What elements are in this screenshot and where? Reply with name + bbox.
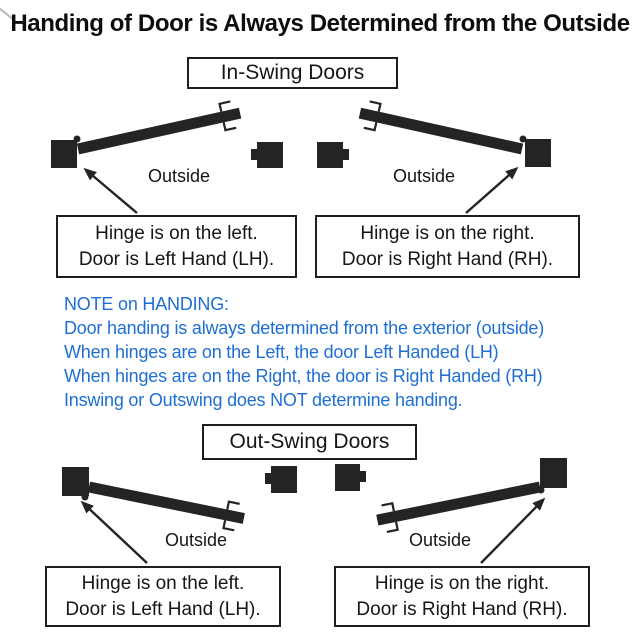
note-line: Door handing is always determined from t… (64, 318, 545, 338)
caption-box-inswing-left: Hinge is on the left. Door is Left Hand … (56, 215, 297, 278)
hinge-pointer-arrow (80, 500, 148, 564)
hinge-pointer-arrow (83, 167, 138, 214)
door-leaf-group (376, 481, 542, 534)
latch-jamb-square (317, 142, 343, 168)
latch-strike-bump (360, 471, 366, 482)
hinge-pin (519, 135, 527, 143)
inswing-right-door-diagram (317, 100, 551, 214)
note-line: When hinges are on the Right, the door i… (64, 366, 543, 386)
note-line: Inswing or Outswing does NOT determine h… (64, 390, 463, 410)
caption-line: Door is Left Hand (LH). (78, 248, 275, 270)
caption-line: Door is Right Hand (RH). (341, 248, 554, 270)
door-handle-icon (363, 122, 378, 132)
latch-jamb-square (257, 142, 283, 168)
hinge-pin (81, 493, 89, 501)
latch-strike-bump (343, 149, 349, 160)
door-panel (358, 107, 524, 155)
door-leaf-group (87, 481, 245, 532)
latch-strike-bump (251, 149, 257, 160)
hinge-jamb-square (51, 140, 77, 168)
outswing-section-label: Out-Swing Doors (229, 430, 390, 453)
door-panel (87, 481, 245, 524)
caption-line: Door is Right Hand (RH). (356, 598, 568, 620)
hinge-jamb-square (62, 467, 89, 496)
door-handle-icon (218, 100, 231, 112)
hinge-jamb-square (540, 458, 567, 488)
hinge-jamb-square (525, 139, 551, 167)
door-handle-icon (222, 520, 235, 532)
door-panel (376, 481, 542, 526)
inswing-left-door-diagram (51, 100, 283, 214)
door-leaf-group (76, 100, 242, 155)
note-heading: NOTE on HANDING: (64, 294, 229, 314)
note-line: When hinges are on the Left, the door Le… (64, 342, 499, 362)
caption-line: Hinge is on the left. (81, 572, 245, 594)
outswing-section-label-box: Out-Swing Doors (202, 424, 417, 460)
inswing-section-label: In-Swing Doors (220, 61, 365, 84)
handing-note: NOTE on HANDING: Door handing is always … (64, 292, 624, 412)
hinge-pin (73, 135, 81, 143)
hinge-pointer-arrow (480, 497, 546, 564)
caption-line: Hinge is on the right. (374, 572, 550, 594)
door-leaf-group (358, 100, 524, 155)
door-handle-icon (222, 122, 237, 132)
latch-jamb-square (271, 466, 297, 493)
hinge-pin (537, 486, 545, 494)
outside-label-inswing-right: Outside (392, 166, 456, 186)
outside-label-inswing-left: Outside (147, 166, 211, 186)
outswing-right-door-diagram (335, 458, 567, 564)
door-handle-icon (381, 501, 395, 512)
door-handle-icon (369, 100, 382, 112)
caption-box-outswing-right: Hinge is on the right. Door is Right Han… (334, 566, 590, 627)
caption-box-outswing-left: Hinge is on the left. Door is Left Hand … (45, 566, 281, 627)
caption-box-inswing-right: Hinge is on the right. Door is Right Han… (315, 215, 580, 278)
outswing-left-door-diagram (62, 466, 297, 564)
caption-line: Hinge is on the right. (360, 222, 535, 244)
latch-jamb-square (335, 464, 360, 491)
outside-label-outswing-right: Outside (408, 530, 472, 550)
caption-line: Door is Left Hand (LH). (65, 598, 261, 620)
inswing-section-label-box: In-Swing Doors (187, 57, 398, 89)
latch-strike-bump (265, 473, 271, 484)
hinge-pointer-arrow (465, 166, 519, 214)
page-title: Handing of Door is Always Determined fro… (10, 10, 630, 37)
door-handle-icon (226, 500, 240, 510)
corner-artifact-line (0, 7, 15, 21)
caption-line: Hinge is on the left. (95, 222, 258, 244)
door-panel (76, 107, 242, 155)
door-handle-icon (386, 521, 399, 534)
outside-label-outswing-left: Outside (164, 530, 228, 550)
